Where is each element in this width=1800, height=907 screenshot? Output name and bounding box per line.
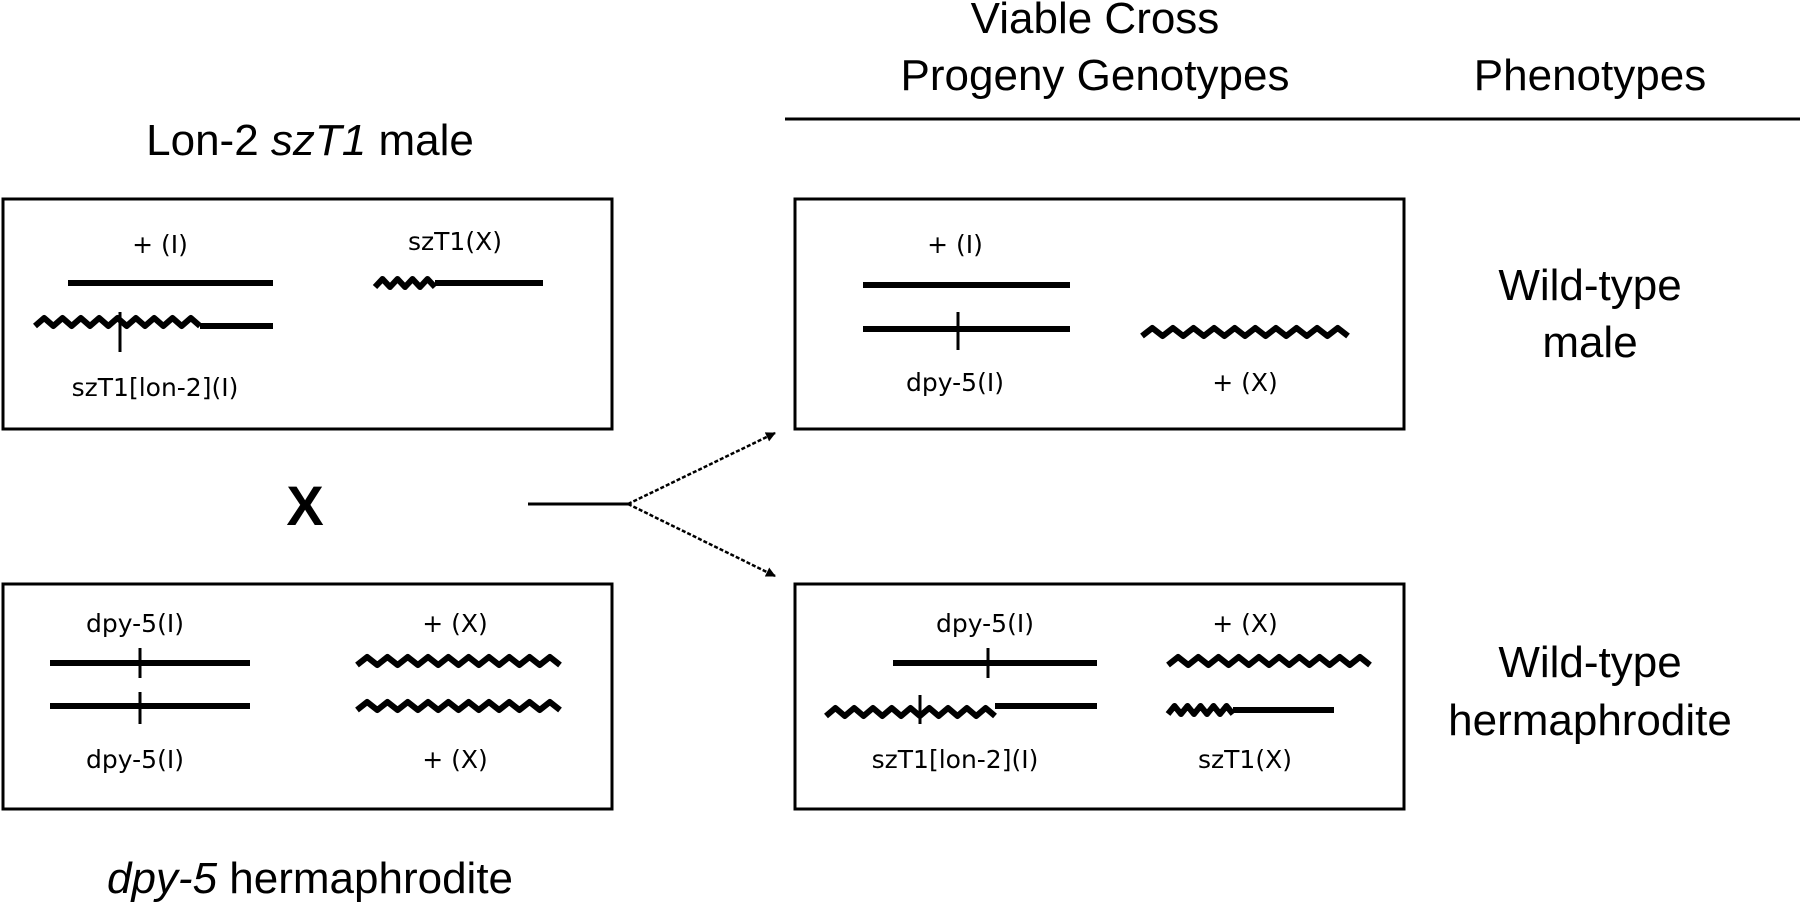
parent-herm-box [1, 582, 614, 811]
label-herm-X-bottom: + (X) [422, 745, 488, 774]
progeny-herm-chromosome-X-wavy [1166, 654, 1372, 668]
phenotypes-header: Phenotypes [1474, 51, 1706, 100]
label-male-chr1-plus: + (I) [132, 230, 188, 259]
label-progeny-herm-plus-X: + (X) [1212, 609, 1278, 638]
chromosome-X-translocation-wavy [372, 276, 438, 290]
label-herm-dpy5-top: dpy-5(I) [86, 609, 184, 638]
parent-male-title: Lon-2 szT1 male [146, 116, 474, 165]
progeny-male-chromosome-X-wavy [1140, 325, 1350, 339]
label-male-szT1-lon2: szT1[lon-2](I) [72, 373, 239, 402]
progeny-herm-chromosome-I-translocation-wavy [824, 705, 997, 719]
phenotype-male-line2: male [1542, 318, 1637, 367]
label-progeny-herm-dpy5: dpy-5(I) [936, 609, 1034, 638]
phenotype-herm-line2: hermaphrodite [1448, 696, 1732, 745]
arrow-to-progeny-male [627, 431, 776, 506]
progeny-herm-genotype: dpy-5(I) szT1[lon-2](I) + (X) szT1(X) [793, 582, 1406, 811]
label-progeny-male-X: + (X) [1212, 368, 1278, 397]
cross-symbol: X [286, 474, 323, 537]
parent-herm-genotype: dpy-5(I) dpy-5(I) + (X) + (X) [1, 582, 614, 811]
label-progeny-herm-szT1-X: szT1(X) [1198, 745, 1292, 774]
progeny-header-line2: Progeny Genotypes [901, 51, 1290, 100]
label-herm-dpy5-bottom: dpy-5(I) [86, 745, 184, 774]
chromosome-X-wavy-top [355, 654, 562, 668]
label-herm-X-top: + (X) [422, 609, 488, 638]
chromosome-I-translocation-wavy [33, 315, 202, 329]
label-progeny-male-dpy5: dpy-5(I) [906, 368, 1004, 397]
phenotype-herm-line1: Wild-type [1498, 638, 1681, 687]
phenotype-male-line1: Wild-type [1498, 261, 1681, 310]
progeny-herm-box [793, 582, 1406, 811]
progeny-herm-chromosome-X-translocation-wavy [1165, 703, 1236, 717]
parent-male-box [1, 197, 614, 431]
progeny-male-box [793, 197, 1406, 431]
arrow-to-progeny-herm [627, 502, 776, 578]
parent-herm-title: dpy-5 hermaphrodite [107, 854, 513, 903]
progeny-male-genotype: + (I) dpy-5(I) + (X) [793, 197, 1406, 431]
chromosome-X-wavy-bottom [355, 699, 562, 713]
label-progeny-male-plus: + (I) [927, 230, 983, 259]
label-male-szT1-X: szT1(X) [408, 227, 502, 256]
progeny-header-line1: Viable Cross [971, 0, 1220, 43]
label-progeny-herm-szT1-lon2: szT1[lon-2](I) [872, 745, 1039, 774]
parent-male-genotype: + (I) szT1[lon-2](I) szT1(X) [1, 197, 614, 431]
